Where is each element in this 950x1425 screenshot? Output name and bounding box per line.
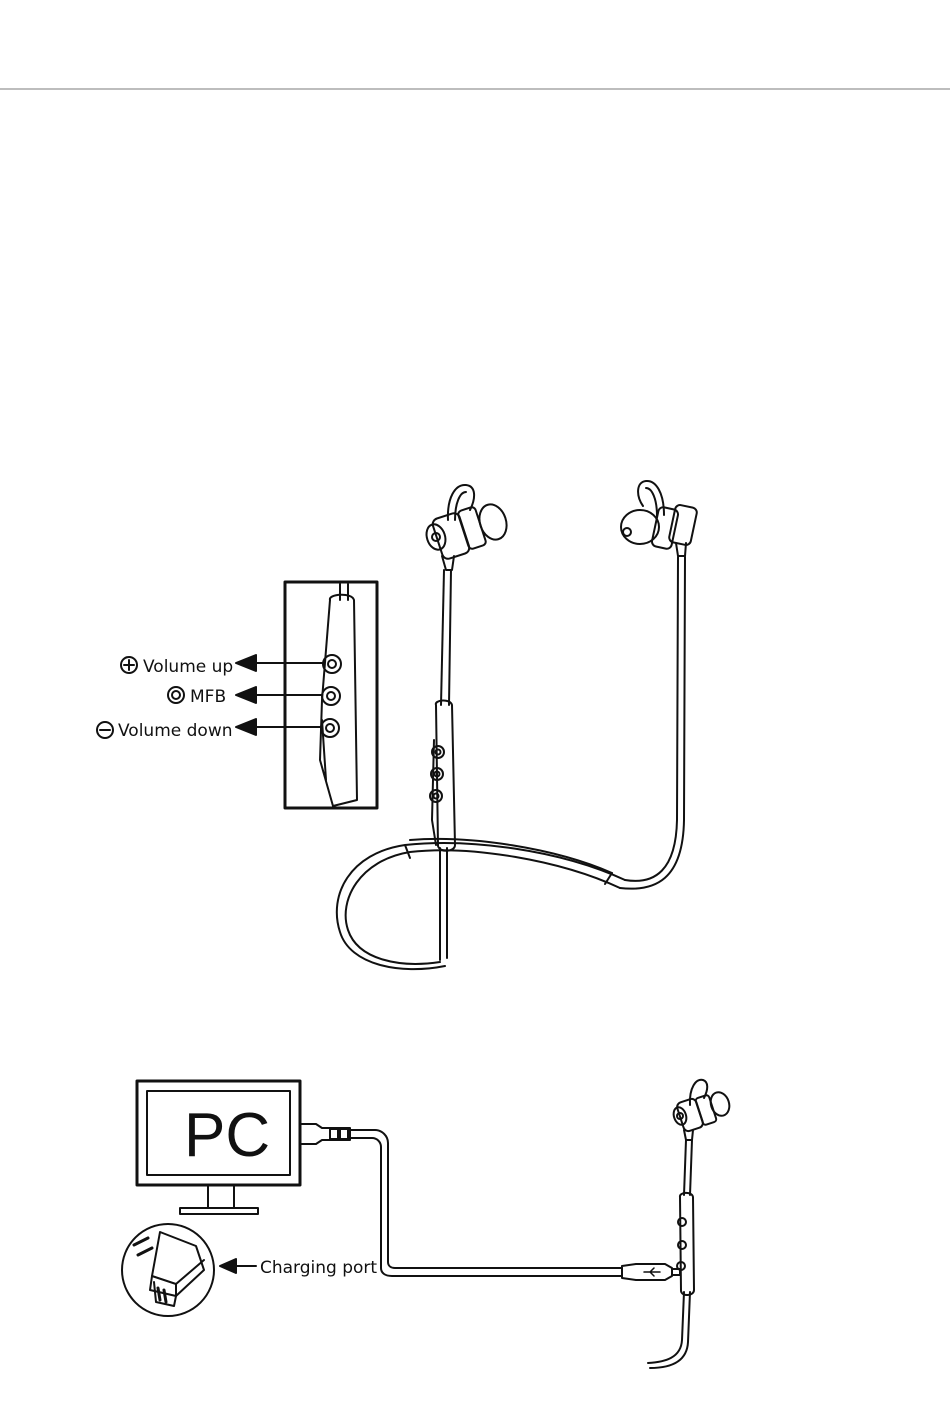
ring-icon xyxy=(168,687,184,703)
plus-circle-icon xyxy=(121,657,137,673)
usb-icon xyxy=(622,1264,680,1280)
mfb-label: MFB xyxy=(190,687,226,707)
small-earbud xyxy=(648,1080,732,1368)
inset-button-mfb[interactable] xyxy=(322,687,340,705)
usb-cable xyxy=(350,1130,622,1268)
charging-port-label: Charging port xyxy=(260,1258,377,1278)
callout-arrows xyxy=(236,655,322,735)
inline-remote xyxy=(430,700,455,850)
minus-circle-icon xyxy=(97,722,113,738)
volume-down-label: Volume down xyxy=(118,721,233,741)
headphone-figure-1: Volume up MFB Volume down xyxy=(97,481,698,969)
volume-up-label: Volume up xyxy=(143,657,233,677)
usb-plug-monitor xyxy=(300,1124,350,1144)
left-cable xyxy=(441,570,444,705)
left-earbud xyxy=(423,485,511,570)
pc-label: PC xyxy=(184,1101,270,1170)
wall-charger-icon xyxy=(122,1224,214,1316)
charging-figure: PC xyxy=(122,1080,732,1368)
charging-port-arrow xyxy=(220,1259,256,1273)
neckband xyxy=(337,839,625,969)
pc-monitor: PC xyxy=(137,1081,300,1214)
right-earbud xyxy=(621,481,698,556)
right-cable xyxy=(625,557,678,881)
inset-button-minus[interactable] xyxy=(321,719,339,737)
